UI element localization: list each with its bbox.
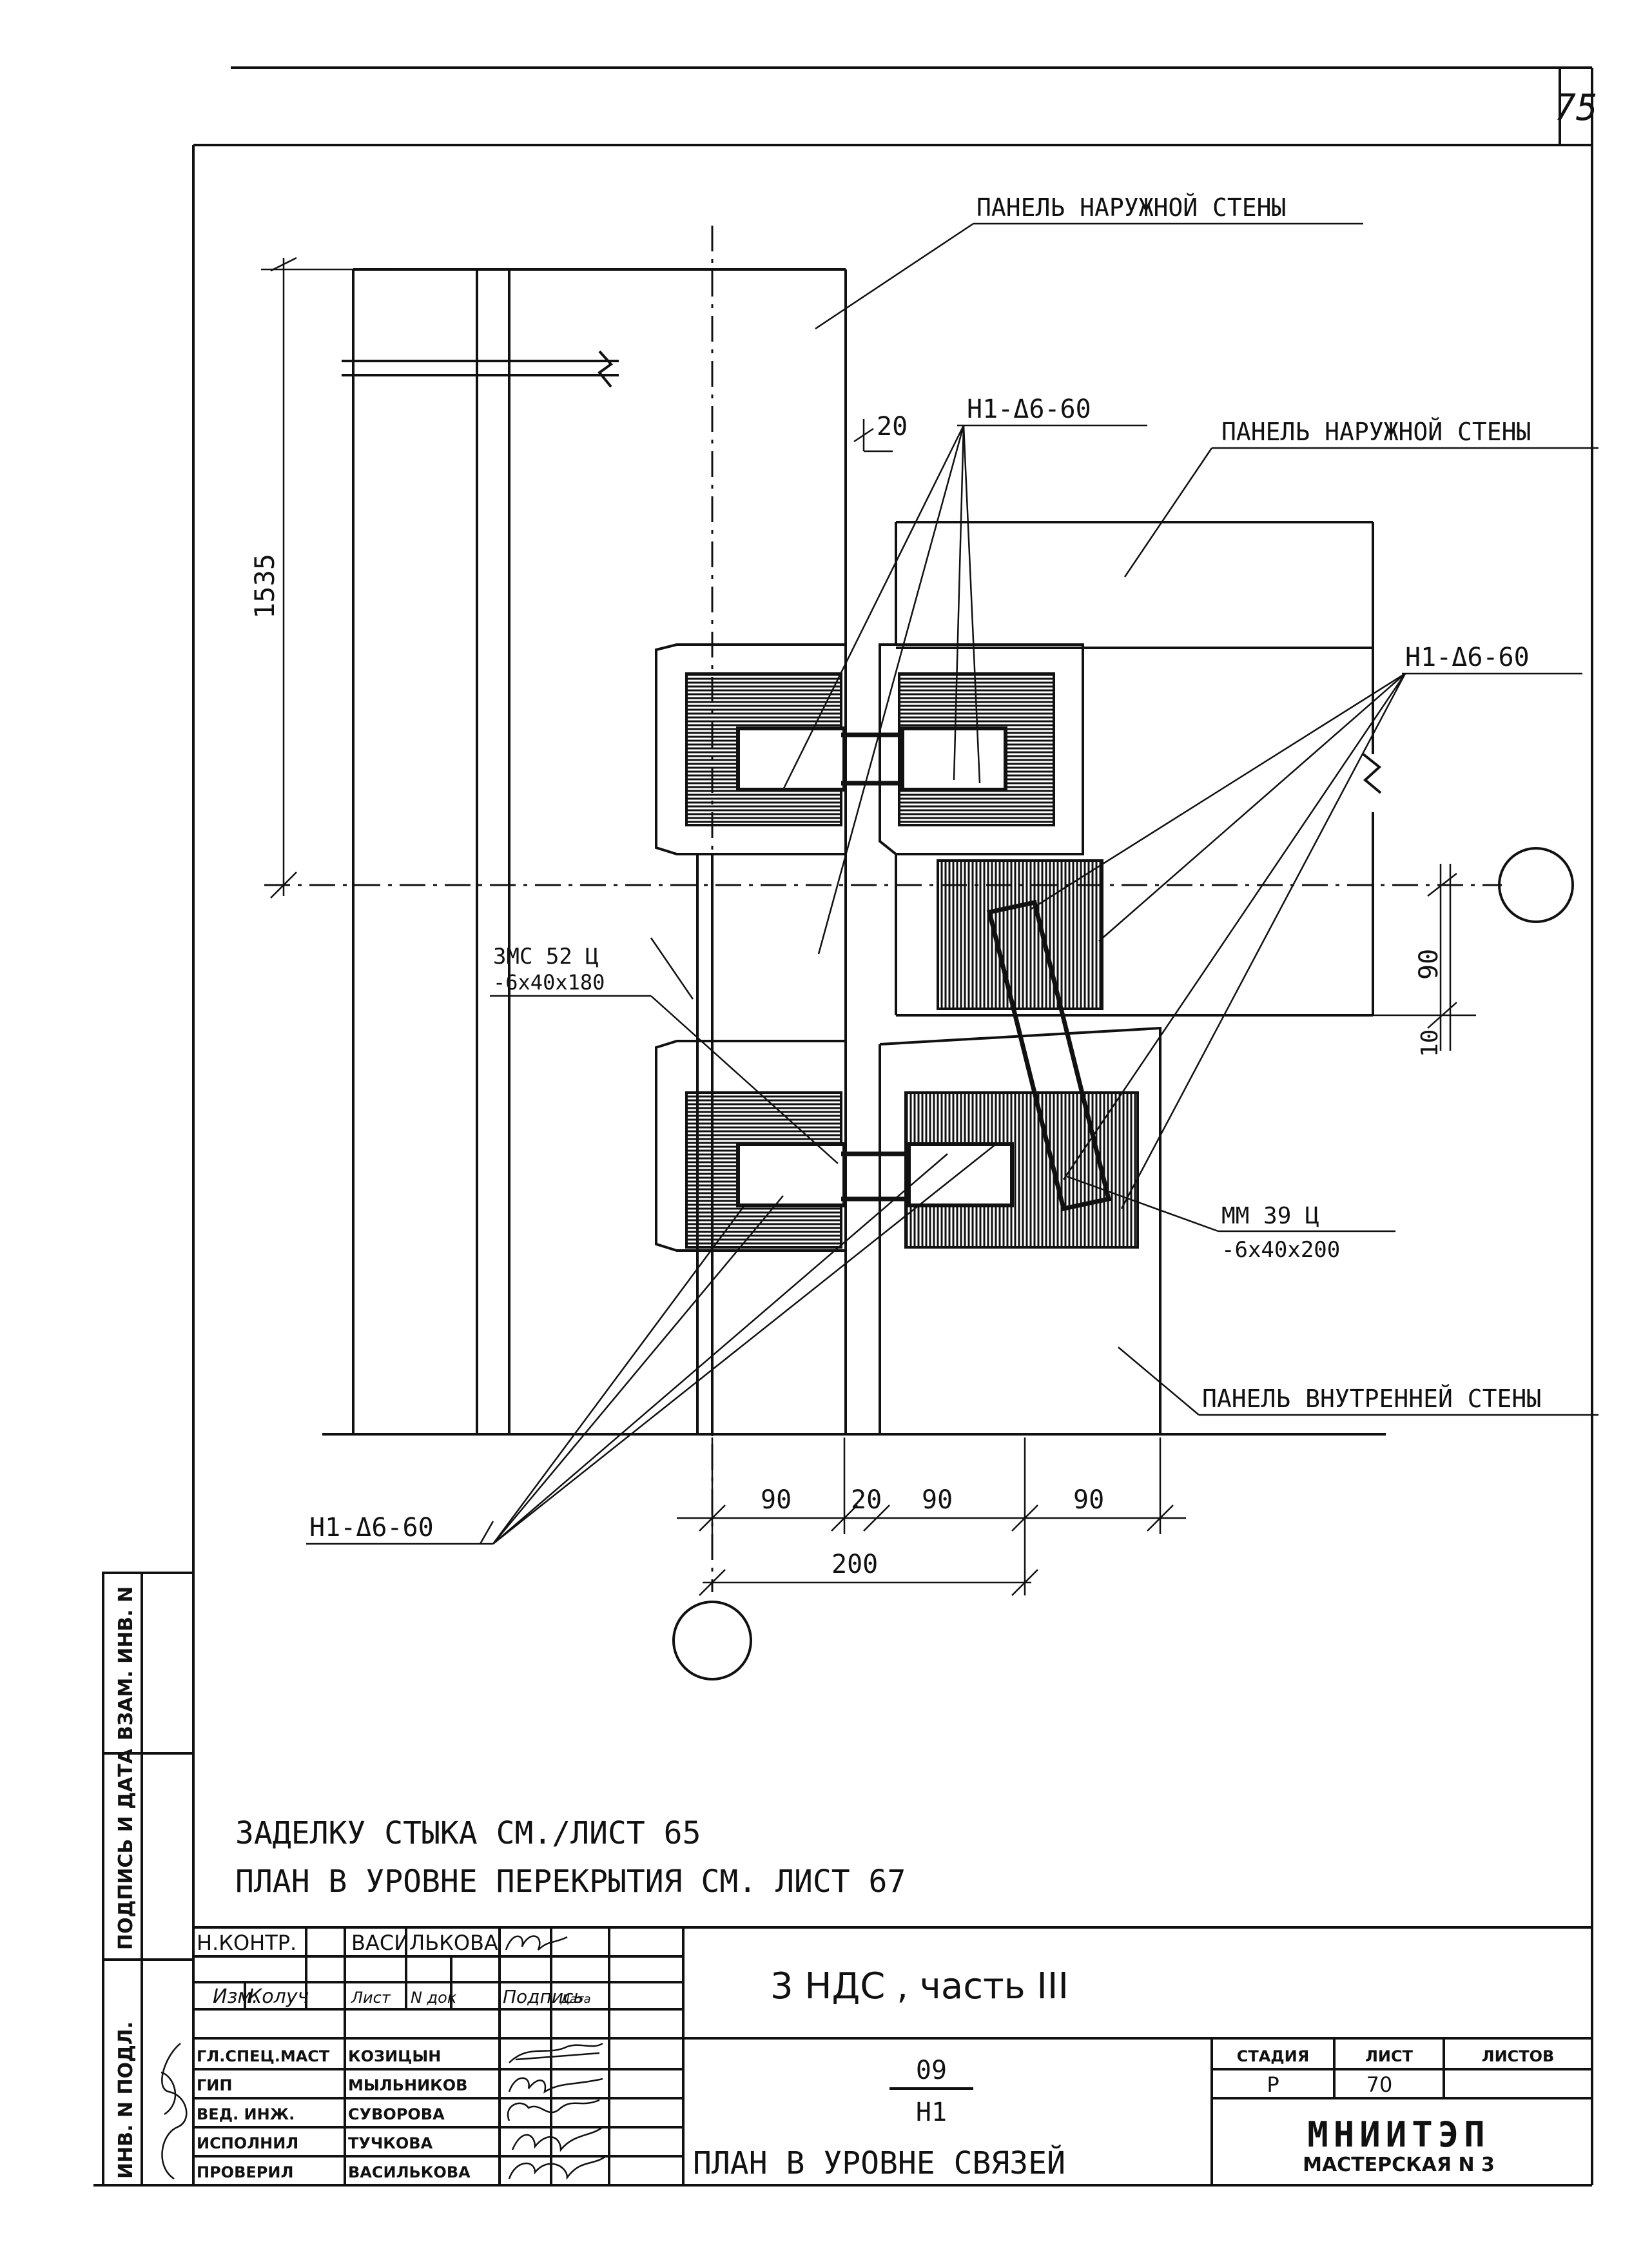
dim-20-top: 20 <box>877 412 908 442</box>
axis-lines <box>264 226 1574 1680</box>
col-head-list: Лист <box>351 1989 391 2007</box>
staff-role: ГЛ.СПЕЦ.МАСТ <box>197 2047 330 2065</box>
col-head-ndok: N док <box>411 1989 457 2007</box>
side-stamps <box>102 1572 195 2187</box>
stamp-podpis-data: ПОДПИСЬ И ДАТА <box>115 1748 137 1950</box>
stage-value: Р <box>1267 2072 1279 2097</box>
nkontr-label: Н.КОНТР. <box>197 1931 296 1955</box>
staff-role: ГИП <box>197 2076 232 2094</box>
dimension-lines <box>261 257 1476 1596</box>
dim-90-b: 90 <box>922 1485 953 1515</box>
col-head-data: Дата <box>560 1992 591 2006</box>
staff-name: ВАСИЛЬКОВА <box>348 2163 471 2181</box>
sheet-frame <box>93 66 1593 2187</box>
staff-name: ТУЧКОВА <box>348 2134 433 2152</box>
stamp-handwritten-signature <box>160 2043 188 2180</box>
dim-200: 200 <box>831 1550 878 1579</box>
staff-name: МЫЛЬНИКОВ <box>348 2076 467 2094</box>
col-head-koluch: Колуч <box>248 1985 309 2008</box>
joint-block-middle-right <box>937 859 1103 1010</box>
sheet-number: 75 <box>1554 87 1597 129</box>
project-name: 3 НДС , часть III <box>770 1965 1069 2007</box>
label-mm-plate-size: -6х40х200 <box>1221 1237 1340 1263</box>
dim-90-a: 90 <box>761 1485 792 1515</box>
org-name: МНИИТЭП <box>1307 2114 1490 2155</box>
staff-rows: ГЛ.СПЕЦ.МАСТ КОЗИЦЫН ГИП МЫЛЬНИКОВ ВЕД. … <box>197 2047 471 2181</box>
sheet-title: ПЛАН В УРОВНЕ СВЯЗЕЙ <box>693 2145 1065 2181</box>
list-label: ЛИСТ <box>1365 2047 1414 2065</box>
col-head-podpis: Подпись <box>503 1986 584 2007</box>
staff-signatures <box>507 2042 607 2180</box>
label-inner-panel: ПАНЕЛЬ ВНУТРЕННЕЙ СТЕНЫ <box>1202 1385 1541 1413</box>
dim-90-right: 90 <box>1414 949 1444 980</box>
label-h1-bottom: Н1-Δ6-60 <box>309 1513 434 1543</box>
list-value: 70 <box>1366 2072 1393 2097</box>
doc-code-bottom: Н1 <box>916 2098 947 2127</box>
dim-20-b: 20 <box>851 1485 882 1515</box>
workshop-name: МАСТЕРСКАЯ N 3 <box>1303 2154 1495 2176</box>
title-block-grid <box>193 1926 1592 2185</box>
staff-name: СУВОРОВА <box>348 2105 445 2123</box>
outer-wall-panel-right <box>895 521 1382 1017</box>
stage-label: СТАДИЯ <box>1237 2047 1310 2065</box>
staff-role: ИСПОЛНИЛ <box>197 2134 298 2152</box>
label-mm-plate-name: ММ 39 Ц <box>1221 1203 1319 1229</box>
staff-role: ВЕД. ИНЖ. <box>197 2105 295 2123</box>
listov-label: ЛИСТОВ <box>1482 2047 1555 2065</box>
dim-1535: 1535 <box>249 554 280 619</box>
note-joint-sealing: ЗАДЕЛКУ СТЫКА СМ./ЛИСТ 65 <box>235 1815 701 1851</box>
dim-10: 10 <box>1417 1029 1443 1057</box>
joint-block-top-left <box>655 643 847 855</box>
staff-role: ПРОВЕРИЛ <box>197 2163 293 2181</box>
stamp-vzam-inv: ВЗАМ. ИНВ. N <box>115 1586 137 1740</box>
nkontr-signature <box>505 1935 568 1951</box>
staff-name: КОЗИЦЫН <box>348 2047 441 2065</box>
connection-plates <box>841 732 1112 1212</box>
note-floor-plan-ref: ПЛАН В УРОВНЕ ПЕРЕКРЫТИЯ СМ. ЛИСТ 67 <box>235 1864 906 1900</box>
label-h1-right: Н1-Δ6-60 <box>1405 643 1530 672</box>
nkontr-name: ВАСИЛЬКОВА <box>351 1931 498 1955</box>
inner-wall-panel <box>879 1026 1161 1434</box>
joint-block-bottom-right <box>904 1091 1139 1249</box>
doc-code-top: 09 <box>916 2056 947 2085</box>
dim-90-c: 90 <box>1073 1485 1104 1515</box>
label-h1-top: Н1-Δ6-60 <box>967 395 1091 424</box>
label-mc-plate-size: -6х40х180 <box>493 970 605 995</box>
stamp-inv-podl: ИНВ. N ПОДЛ. <box>115 2021 137 2179</box>
leader-lines <box>306 222 1599 1545</box>
col-head-izm: Изм. <box>213 1985 258 2008</box>
label-mc-plate-name: ЗМС 52 Ц <box>493 944 599 969</box>
joint-block-top-right <box>879 643 1084 855</box>
label-outer-panel-right: ПАНЕЛЬ НАРУЖНОЙ СТЕНЫ <box>1221 418 1531 446</box>
label-outer-panel-top: ПАНЕЛЬ НАРУЖНОЙ СТЕНЫ <box>977 193 1286 222</box>
